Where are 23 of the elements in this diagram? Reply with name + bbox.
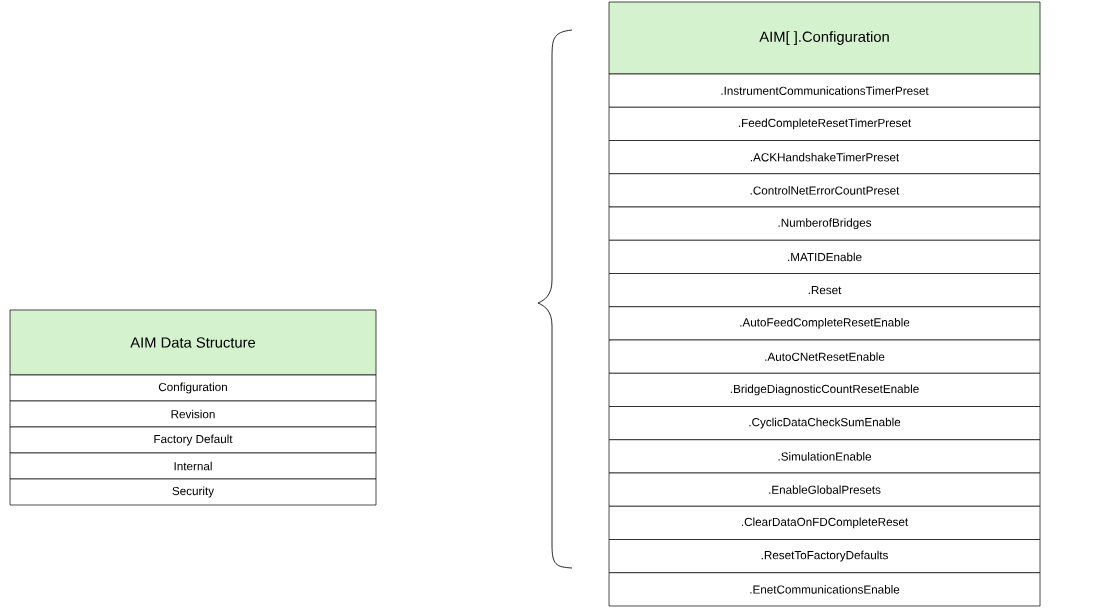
table-row: .EnetCommunicationsEnable bbox=[608, 572, 1041, 607]
table-row: .BridgeDiagnosticCountResetEnable bbox=[608, 372, 1041, 407]
table-row: Internal bbox=[9, 452, 377, 480]
table-row: .SimulationEnable bbox=[608, 439, 1041, 474]
table-row: .NumberofBridges bbox=[608, 206, 1041, 241]
table-row: .ControlNetErrorCountPreset bbox=[608, 173, 1041, 208]
table-row: .AutoCNetResetEnable bbox=[608, 339, 1041, 374]
table-row: .EnableGlobalPresets bbox=[608, 472, 1041, 507]
table-row: .CyclicDataCheckSumEnable bbox=[608, 406, 1041, 441]
table-row: .ResetToFactoryDefaults bbox=[608, 539, 1041, 574]
table-header: AIM Data Structure bbox=[9, 309, 377, 376]
table-row: .ClearDataOnFDCompleteReset bbox=[608, 505, 1041, 540]
table-row: Security bbox=[9, 478, 377, 506]
table-row: Factory Default bbox=[9, 426, 377, 454]
table-header: AIM[ ].Configuration bbox=[608, 1, 1041, 75]
table-row: .Reset bbox=[608, 273, 1041, 308]
table-row: Revision bbox=[9, 400, 377, 428]
table-row: Configuration bbox=[9, 374, 377, 402]
table-row: .ACKHandshakeTimerPreset bbox=[608, 140, 1041, 175]
table-row: .InstrumentCommunicationsTimerPreset bbox=[608, 73, 1041, 108]
table-row: .AutoFeedCompleteResetEnable bbox=[608, 306, 1041, 341]
table-row: .MATIDEnable bbox=[608, 239, 1041, 274]
table-row: .FeedCompleteResetTimerPreset bbox=[608, 106, 1041, 141]
